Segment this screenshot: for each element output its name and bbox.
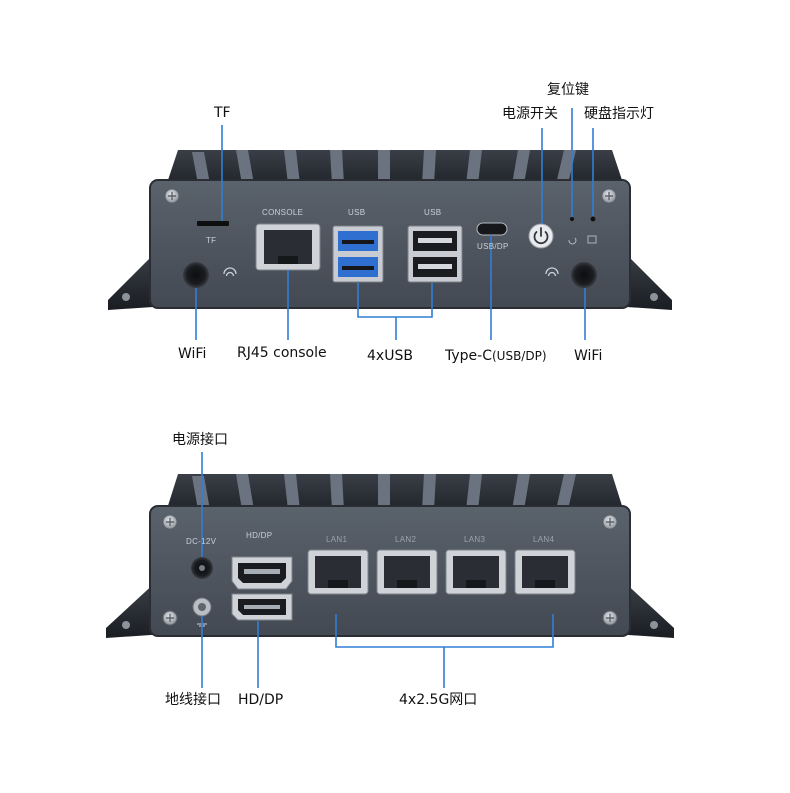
panel-text-dc: DC-12V (186, 537, 217, 546)
panel-text-lan2: LAN2 (395, 535, 417, 544)
hdd-icon (587, 235, 597, 244)
panel-text-tf: TF (206, 236, 217, 245)
reset-pinhole (570, 217, 574, 221)
label-rj45-console: RJ45 console (237, 345, 327, 361)
label-power-switch: 电源开关 (502, 106, 558, 122)
label-4x2.5g-lan: 4x2.5G网口 (399, 692, 478, 708)
panel-text-lan3: LAN3 (464, 535, 486, 544)
displayport-port (231, 593, 293, 621)
lan-port-4 (514, 549, 576, 595)
type-c-port (476, 222, 508, 236)
label-type-c-suffix: (USB/DP) (491, 349, 547, 363)
tf-slot (197, 221, 229, 226)
lan-ports (307, 549, 576, 595)
label-wifi-right: WiFi (574, 348, 603, 364)
panel-text-console: CONSOLE (262, 208, 304, 217)
panel-text-usb-1: USB (348, 208, 366, 217)
hdmi-port (231, 556, 293, 590)
ground-terminal (192, 597, 212, 617)
label-4xusb: 4xUSB (367, 348, 413, 364)
usb3-ports-blue (332, 225, 384, 283)
top-heatsink-fins (166, 150, 624, 186)
lan-port-3 (445, 549, 507, 595)
label-hd-dp: HD/DP (238, 692, 284, 708)
wifi-antenna-left (183, 262, 209, 288)
top-callout-lines (195, 108, 594, 340)
panel-text-usb-dp: USB/DP (477, 242, 509, 251)
label-wifi-left: WiFi (178, 346, 207, 362)
power-button (528, 223, 554, 249)
panel-text-lan1: LAN1 (326, 535, 348, 544)
label-type-c: Type-C(USB/DP) (445, 348, 547, 364)
top-front-panel (150, 180, 630, 308)
panel-text-usb-2: USB (424, 208, 442, 217)
wifi-icon (223, 267, 559, 277)
hdd-led (590, 216, 596, 222)
lan-port-1 (307, 549, 369, 595)
bottom-heatsink-fins (166, 474, 624, 512)
label-reset-key: 复位键 (547, 82, 589, 98)
label-type-c-prefix: Type-C (445, 348, 492, 364)
label-tf: TF (214, 105, 231, 121)
dc-power-jack (191, 557, 213, 579)
lan-port-2 (376, 549, 438, 595)
label-power-port: 电源接口 (172, 432, 228, 448)
panel-text-hd-dp: HD/DP (246, 531, 273, 540)
label-ground-port: 地线接口 (165, 692, 221, 708)
wifi-antenna-right (571, 262, 597, 288)
bottom-device (106, 474, 674, 638)
rj45-console-port (255, 223, 321, 271)
label-hdd-led: 硬盘指示灯 (584, 106, 654, 122)
bottom-callout-lines (201, 452, 554, 688)
panel-text-lan4: LAN4 (533, 535, 555, 544)
top-device (108, 150, 672, 310)
usb2-ports-black (407, 225, 463, 283)
reset-icon (568, 237, 577, 245)
